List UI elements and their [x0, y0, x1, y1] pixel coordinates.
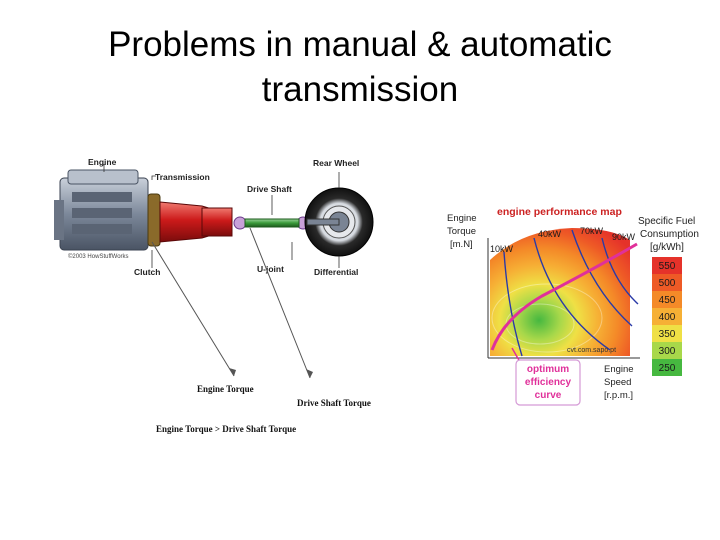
sfc-value-450: 450 — [659, 295, 676, 306]
sfc-value-350: 350 — [659, 329, 676, 340]
torque-comparison: Engine Torque > Drive Shaft Torque — [156, 424, 296, 434]
drive-shaft-illustration — [244, 218, 300, 228]
label-engine: Engine — [88, 157, 117, 167]
y-axis-label-3: [m.N] — [450, 239, 473, 250]
power-label-40kw: 40kW — [538, 229, 562, 239]
sfc-label-3: [g/kWh] — [650, 242, 684, 253]
optimum-label-3: curve — [535, 390, 562, 401]
y-axis-label-1: Engine — [447, 213, 477, 224]
y-axis-label-2: Torque — [447, 226, 476, 237]
optimum-efficiency-curve — [490, 242, 638, 351]
slide-title: Problems in manual & automatic transmiss… — [40, 22, 680, 112]
sfc-color-scale: 550 500 450 400 350 300 250 — [652, 257, 682, 376]
optimum-label-1: optimum — [527, 364, 569, 375]
label-u-joint: U-joint — [257, 264, 284, 274]
power-label-70kw: 70kW — [580, 226, 604, 236]
torque-arrows — [151, 227, 311, 379]
optimum-label-box: optimum efficiency curve — [515, 359, 581, 406]
x-axis-label-1: Engine — [604, 364, 634, 375]
copyright-text: ©2003 HowStuffWorks — [68, 253, 129, 260]
u-joint-front — [233, 216, 247, 230]
clutch-illustration — [147, 193, 161, 247]
power-lines — [503, 229, 639, 357]
arrowhead-drive-shaft-torque — [306, 369, 313, 378]
drivetrain-diagram: Engine Transmission Drive Shaft Rear Whe… — [54, 157, 374, 434]
sfc-swatch-550 — [652, 257, 682, 274]
label-differential: Differential — [314, 267, 358, 277]
label-drive-shaft: Drive Shaft — [247, 184, 292, 194]
sfc-swatch-250 — [652, 359, 682, 376]
map-title: engine performance map — [497, 206, 622, 218]
x-axis-label-2: Speed — [604, 377, 631, 388]
sfc-value-500: 500 — [659, 278, 676, 289]
differential-illustration — [306, 211, 350, 233]
engine-performance-map: Engine Torque [m.N] engine performance m… — [442, 200, 707, 410]
sfc-label-2: Consumption — [640, 229, 699, 240]
label-drive-shaft-torque: Drive Shaft Torque — [297, 398, 371, 408]
slide-title-line: Problems in manual & automatic transmiss… — [108, 25, 612, 109]
sfc-swatch-350 — [652, 325, 682, 342]
optimum-label-2: efficiency — [525, 377, 572, 388]
label-clutch: Clutch — [134, 267, 160, 277]
sfc-value-550: 550 — [659, 261, 676, 272]
sfc-value-400: 400 — [659, 312, 676, 323]
sfc-swatch-500 — [652, 274, 682, 291]
engine-illustration — [54, 169, 149, 251]
label-transmission: Transmission — [155, 172, 210, 182]
sfc-swatch-450 — [652, 291, 682, 308]
power-label-10kw: 10kW — [490, 244, 514, 254]
transmission-illustration — [159, 201, 233, 243]
sfc-swatch-300 — [652, 342, 682, 359]
power-label-90kw: 90kW — [612, 232, 636, 242]
label-rear-wheel: Rear Wheel — [313, 158, 359, 168]
arrowhead-engine-torque — [229, 368, 236, 376]
label-engine-torque: Engine Torque — [197, 384, 254, 394]
sfc-value-250: 250 — [659, 363, 676, 374]
source-credit: cvt.com.sapo.pt — [567, 347, 616, 354]
x-axis-label-3: [r.p.m.] — [604, 390, 633, 401]
sfc-value-300: 300 — [659, 346, 676, 357]
sfc-label-1: Specific Fuel — [638, 216, 695, 227]
sfc-swatch-400 — [652, 308, 682, 325]
